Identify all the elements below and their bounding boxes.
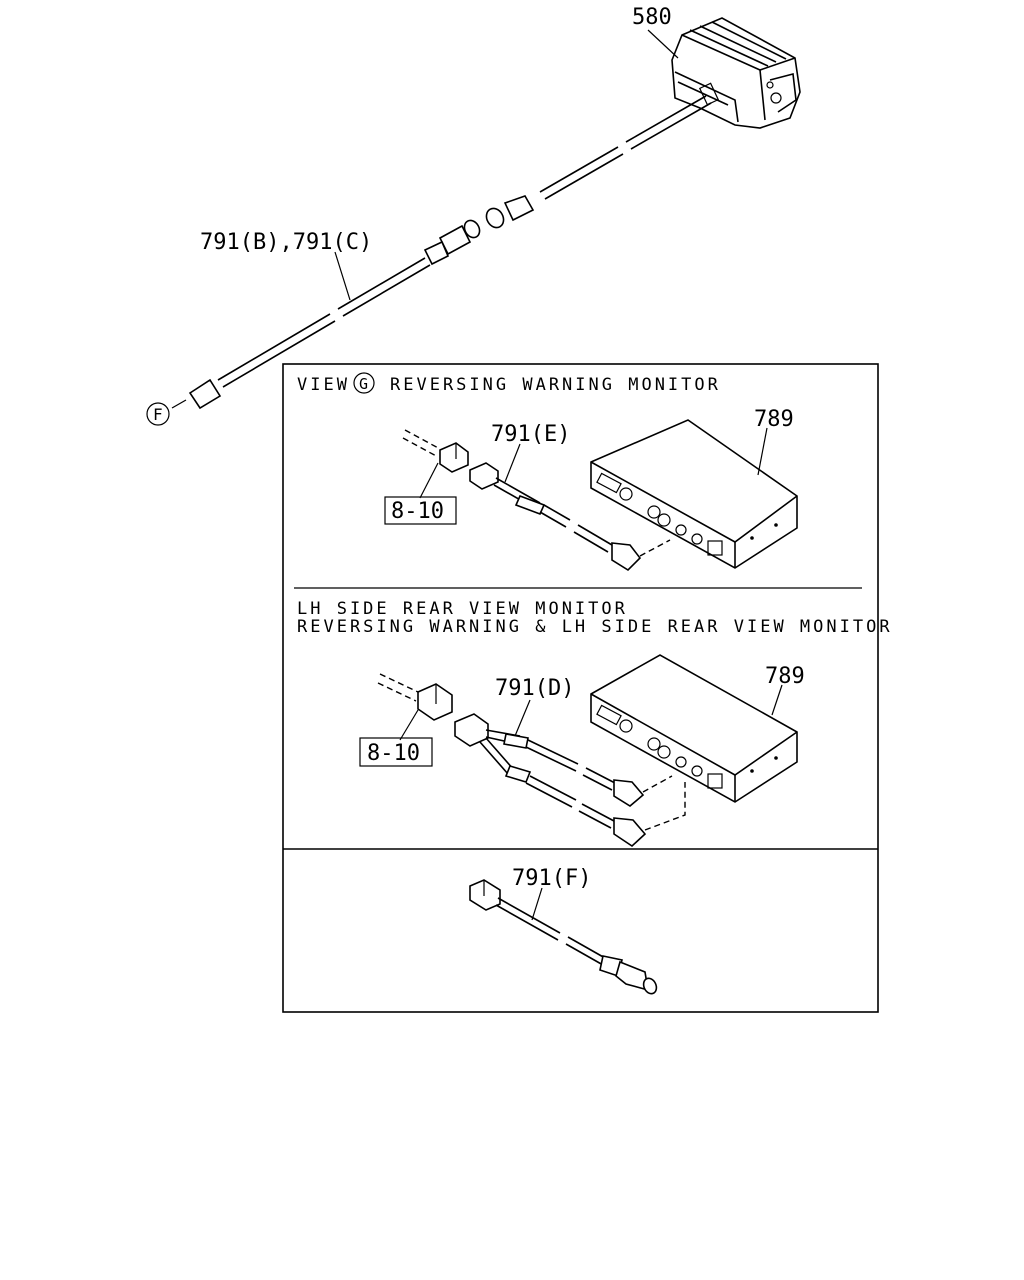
svg-text:F: F [153, 405, 163, 424]
svg-text:G: G [359, 375, 368, 393]
label-8-10-mid: 8-10 [367, 741, 420, 766]
label-789-mid: 789 [765, 664, 805, 689]
monitor-789-top [590, 419, 798, 569]
ref-f-callout: F [146, 402, 170, 426]
label-789-top: 789 [754, 407, 794, 432]
main-cable [171, 95, 712, 410]
box-8-10-mid [359, 737, 433, 767]
label-580: 580 [632, 5, 672, 30]
label-791bc: 791(B),791(C) [200, 230, 372, 255]
detail-frame [282, 363, 879, 1013]
harness-connector-mid [377, 673, 453, 721]
camera-580 [671, 17, 801, 129]
label-8-10-top: 8-10 [391, 499, 444, 524]
view-title: REVERSING WARNING MONITOR [390, 375, 721, 395]
cable-791f [469, 879, 658, 995]
cable-791e [469, 462, 671, 572]
monitor-789-mid [590, 654, 798, 803]
mid-title-2: REVERSING WARNING & LH SIDE REAR VIEW MO… [297, 617, 893, 637]
cable-791d [454, 713, 686, 848]
view-prefix: VIEW [297, 375, 350, 395]
box-8-10-top [384, 496, 457, 525]
harness-connector-top [402, 429, 469, 473]
label-791d: 791(D) [495, 676, 574, 701]
mid-title-1: LH SIDE REAR VIEW MONITOR [297, 599, 628, 619]
leader-580 [647, 29, 679, 59]
view-ref-g: G [353, 372, 375, 394]
label-791e: 791(E) [491, 422, 570, 447]
label-791f: 791(F) [512, 866, 591, 891]
leader-791bc [334, 251, 351, 301]
